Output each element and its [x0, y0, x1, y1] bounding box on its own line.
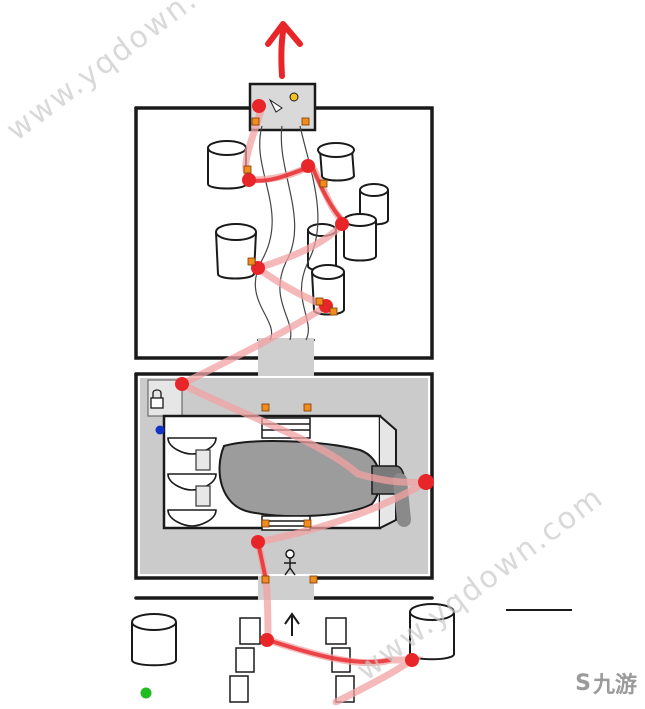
route-node: [301, 159, 315, 173]
route-nodes: [175, 99, 434, 667]
pillar: [207, 140, 247, 190]
green-item[interactable]: [140, 687, 152, 699]
corridor-top: [258, 338, 314, 376]
bottom-pillars: [131, 603, 455, 667]
stick-figure-icon[interactable]: [284, 549, 296, 576]
route-node: [252, 99, 266, 113]
water-pool: [218, 440, 381, 518]
pillar: [215, 223, 257, 280]
route-node: [335, 217, 349, 231]
pillars: [207, 140, 389, 316]
route-node: [260, 633, 274, 647]
logo-text: 九游: [592, 673, 637, 698]
exit-arrow-icon[interactable]: [265, 21, 303, 79]
walls: [134, 82, 434, 600]
route-node: [175, 377, 189, 391]
logo-mark: S: [575, 670, 591, 696]
route-node: [418, 474, 434, 490]
site-logo: S 九游: [575, 667, 637, 699]
padlock-icon[interactable]: [150, 389, 164, 409]
pillar: [131, 613, 177, 667]
pillar: [317, 142, 356, 182]
route-node: [242, 173, 256, 187]
pillar: [409, 603, 455, 661]
route-node: [405, 653, 419, 667]
gem-icon[interactable]: [289, 92, 299, 102]
up-arrow-icon: [284, 612, 300, 636]
item-markers[interactable]: [243, 117, 338, 584]
chain-bridges: [229, 617, 355, 703]
cursor-icon: [268, 98, 283, 113]
blue-item[interactable]: [155, 425, 165, 435]
route-node: [251, 535, 265, 549]
pillar: [343, 213, 377, 262]
